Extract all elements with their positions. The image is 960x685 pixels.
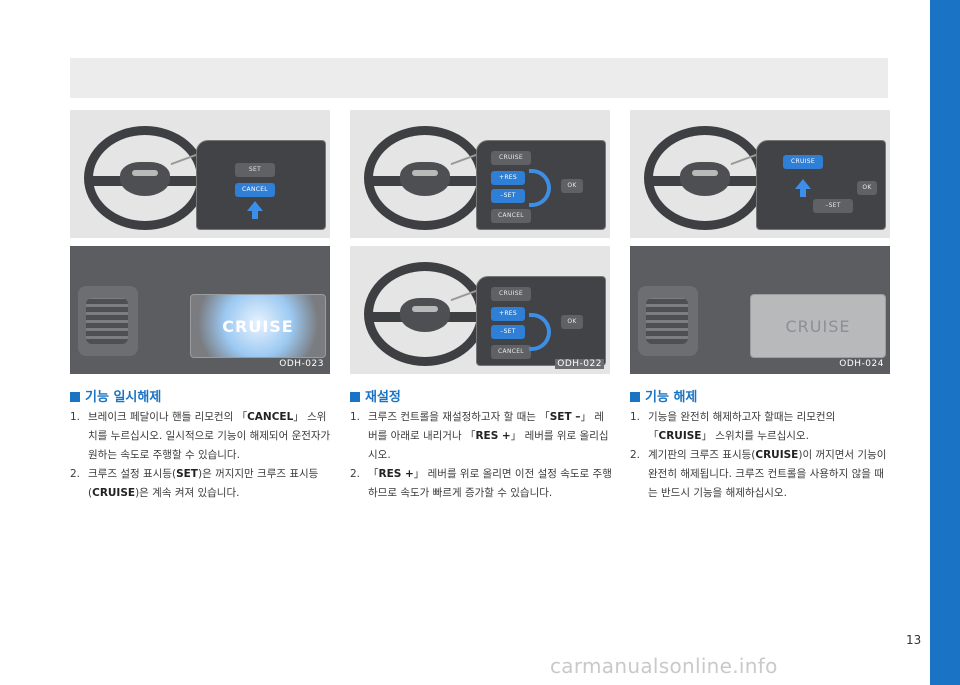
figure-code: ODH-022 xyxy=(555,359,604,369)
cancel-switch: CANCEL xyxy=(491,345,531,359)
emblem-icon xyxy=(132,170,158,176)
list-item: 2.「RES +」 레버를 위로 올리면 이전 설정 속도로 주행하므로 속도가… xyxy=(350,468,612,499)
cruise-switch: CRUISE xyxy=(491,151,531,165)
instruction-list: 1.기능을 완전히 해제하고자 할때는 리모컨의 「CRUISE」 스위치를 누… xyxy=(630,408,892,503)
page-number: 13 xyxy=(906,633,922,647)
square-bullet-icon xyxy=(70,392,80,402)
cruise-switch: CRUISE xyxy=(783,155,823,169)
switch-zoom-inset: CRUISE –SET OK xyxy=(756,140,886,230)
wheel-hub xyxy=(120,162,170,196)
cruise-switch: CRUISE xyxy=(491,287,531,301)
lever-down-arrow-icon xyxy=(529,313,551,351)
emblem-icon xyxy=(692,170,718,176)
lever-up-arrow-icon xyxy=(529,169,551,207)
ok-button: OK xyxy=(857,181,877,195)
switch-zoom-inset: SET CANCEL xyxy=(196,140,326,230)
steering-wheel-illustration: SET CANCEL xyxy=(70,110,330,238)
cancel-switch: CANCEL xyxy=(491,209,531,223)
list-item: 1.기능을 완전히 해제하고자 할때는 리모컨의 「CRUISE」 스위치를 누… xyxy=(630,411,836,442)
square-bullet-icon xyxy=(350,392,360,402)
header-band xyxy=(70,58,888,98)
list-item: 2.계기판의 크루즈 표시등(CRUISE)이 꺼지면서 기능이 완전히 해제됩… xyxy=(630,449,887,499)
set-lever: –SET xyxy=(491,189,525,203)
cancel-switch: CANCEL xyxy=(235,183,275,197)
vent-icon xyxy=(86,298,128,344)
emblem-icon xyxy=(412,306,438,312)
cruise-indicator-display: CRUISE xyxy=(750,294,886,358)
figure-code: ODH-024 xyxy=(839,359,884,369)
steering-wheel-illustration: CRUISE +RES –SET CANCEL OK ODH-022 xyxy=(350,246,610,374)
emblem-icon xyxy=(412,170,438,176)
press-arrow-icon xyxy=(795,179,811,189)
section-heading: 재설정 xyxy=(350,386,401,405)
cruise-indicator-text: CRUISE xyxy=(785,317,851,336)
cluster-illustration: CRUISE ODH-024 xyxy=(630,246,890,374)
switch-zoom-inset: CRUISE +RES –SET CANCEL OK xyxy=(476,276,606,366)
watermark: carmanualsonline.info xyxy=(550,654,778,678)
set-lever: –SET xyxy=(491,325,525,339)
instruction-list: 1.브레이크 페달이나 핸들 리모컨의 「CANCEL」 스위치를 누르십시오.… xyxy=(70,408,332,503)
ok-button: OK xyxy=(561,179,583,193)
switch-zoom-inset: CRUISE +RES –SET CANCEL OK xyxy=(476,140,606,230)
ok-button: OK xyxy=(561,315,583,329)
press-arrow-icon xyxy=(247,201,263,211)
figure-code: ODH-023 xyxy=(279,359,324,369)
list-item: 1.브레이크 페달이나 핸들 리모컨의 「CANCEL」 스위치를 누르십시오.… xyxy=(70,411,331,461)
chapter-tab xyxy=(930,0,960,685)
res-lever: +RES xyxy=(491,171,525,185)
section-heading: 기능 일시해제 xyxy=(70,386,161,405)
steering-wheel-illustration: CRUISE –SET OK xyxy=(630,110,890,238)
set-switch: SET xyxy=(235,163,275,177)
vent-icon xyxy=(646,298,688,344)
instruction-list: 1.크루즈 컨트롤을 재설정하고자 할 때는 「SET –」 레버를 아래로 내… xyxy=(350,408,612,503)
square-bullet-icon xyxy=(630,392,640,402)
set-lever: –SET xyxy=(813,199,853,213)
cruise-indicator-text: CRUISE xyxy=(222,317,294,336)
res-lever: +RES xyxy=(491,307,525,321)
list-item: 2.크루즈 설정 표시등(SET)은 꺼지지만 크루즈 표시등(CRUISE)은… xyxy=(70,468,319,499)
section-heading: 기능 해제 xyxy=(630,386,697,405)
cruise-indicator-display: CRUISE xyxy=(190,294,326,358)
list-item: 1.크루즈 컨트롤을 재설정하고자 할 때는 「SET –」 레버를 아래로 내… xyxy=(350,411,609,461)
cluster-illustration: CRUISE ODH-023 xyxy=(70,246,330,374)
steering-wheel-illustration: CRUISE +RES –SET CANCEL OK xyxy=(350,110,610,238)
